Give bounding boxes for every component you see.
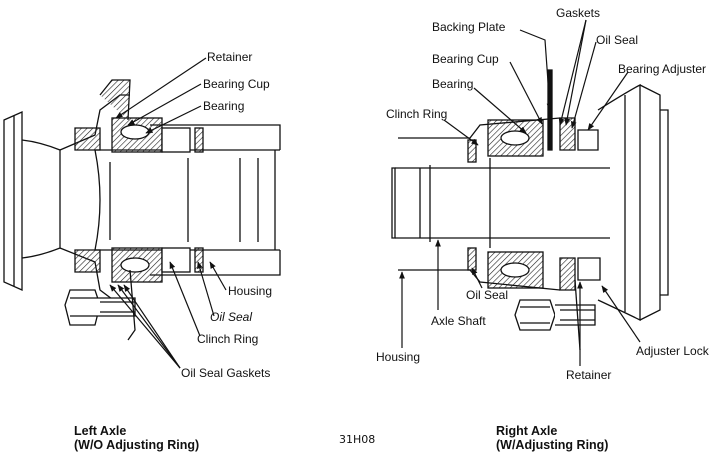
label-oil-seal-bottom: Oil Seal [466, 288, 509, 302]
figure-code: 31H08 [339, 433, 376, 446]
label-gaskets: Gaskets [556, 6, 601, 20]
label-bearing-adjuster: Bearing Adjuster [618, 62, 707, 76]
label-bearing-left: Bearing [203, 99, 245, 113]
right-leader-lines [399, 19, 641, 366]
label-bearing-right: Bearing [432, 77, 474, 91]
label-backing-plate: Backing Plate [432, 20, 506, 34]
label-clinch-ring-right: Clinch Ring [386, 107, 448, 121]
left-axle-drawing [3, 79, 281, 341]
label-housing-left: Housing [228, 284, 273, 298]
label-bearing-cup-left: Bearing Cup [203, 77, 270, 91]
left-leader-lines [109, 57, 227, 369]
label-retainer-right: Retainer [566, 368, 612, 382]
label-retainer-left: Retainer [207, 50, 253, 64]
label-oil-seal-top: Oil Seal [596, 33, 639, 47]
label-bearing-cup-right: Bearing Cup [432, 52, 499, 66]
label-housing-right: Housing [376, 350, 421, 364]
caption-left-line2: (W/O Adjusting Ring) [74, 438, 200, 452]
right-axle-drawing [391, 69, 669, 351]
caption-right-line2: (W/Adjusting Ring) [496, 438, 609, 452]
caption-left-line1: Left Axle [74, 424, 127, 438]
label-adjuster-lock: Adjuster Lock [636, 344, 709, 358]
label-oil-seal-left: Oil Seal [210, 310, 253, 324]
label-axle-shaft: Axle Shaft [431, 314, 486, 328]
caption-right-line1: Right Axle [496, 424, 558, 438]
label-oil-seal-gaskets: Oil Seal Gaskets [181, 366, 271, 380]
label-clinch-ring-left: Clinch Ring [197, 332, 259, 346]
